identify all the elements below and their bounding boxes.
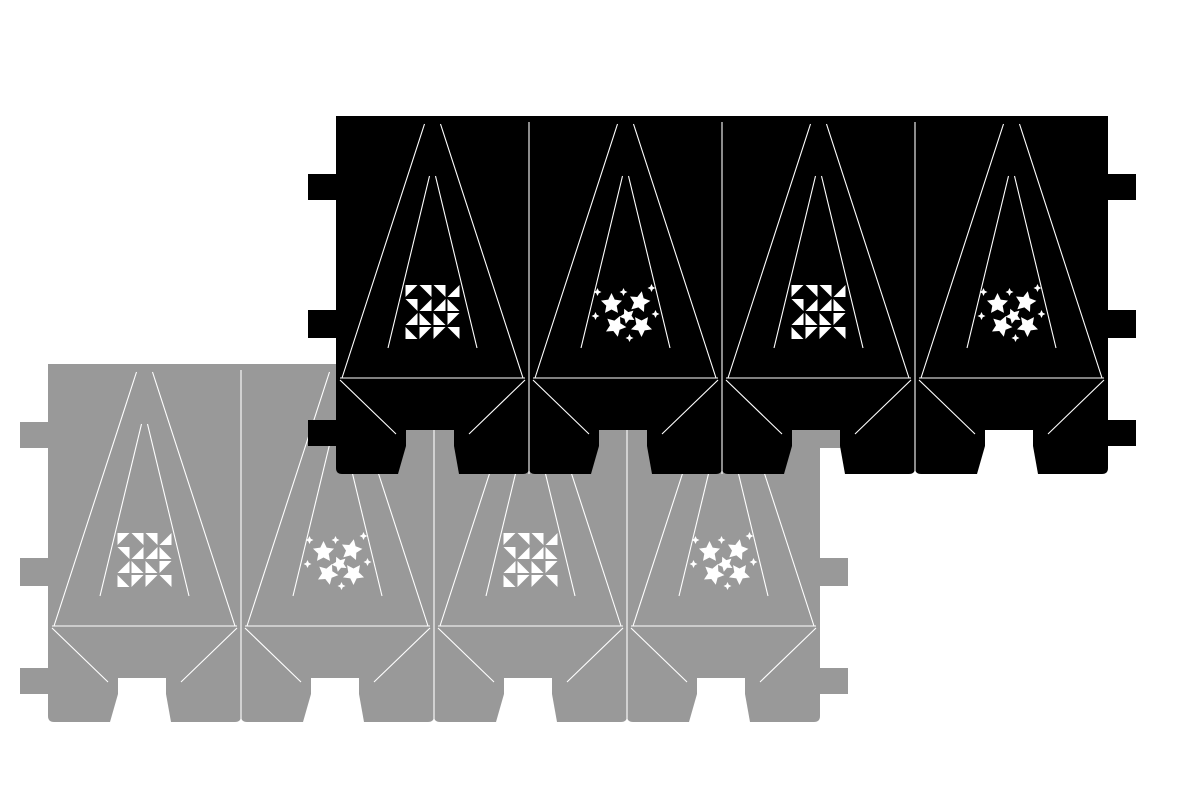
stars-motif: [591, 284, 660, 342]
pinwheel-motif: [117, 533, 172, 587]
stars-motif: [977, 284, 1046, 342]
foot: [1033, 426, 1108, 474]
star-icon: [601, 293, 622, 313]
sparkle-icon: [1033, 284, 1042, 292]
sparkle-icon: [745, 532, 754, 540]
foot: [529, 426, 599, 474]
star-icon: [987, 293, 1008, 313]
star-icon: [318, 564, 339, 585]
sparkle-icon: [647, 284, 656, 292]
star-icon: [1005, 308, 1021, 324]
foot: [336, 426, 406, 474]
sparkle-icon: [691, 536, 700, 544]
sparkle-icon: [619, 288, 628, 296]
side-tab: [20, 668, 50, 694]
side-tab: [1106, 420, 1136, 446]
sparkle-icon: [593, 288, 602, 296]
star-icon: [992, 316, 1013, 337]
foot: [241, 674, 311, 722]
star-icon: [313, 541, 334, 561]
star-icon: [630, 291, 651, 312]
sparkle-icon: [651, 310, 660, 318]
sparkle-icon: [303, 560, 312, 568]
star-icon: [343, 565, 364, 585]
sparkle-icon: [717, 536, 726, 544]
sparkle-icon: [979, 288, 988, 296]
foot: [434, 674, 504, 722]
sparkle-icon: [1011, 334, 1020, 342]
sparkle-icon: [363, 558, 372, 566]
foot: [166, 674, 241, 722]
foot: [359, 674, 434, 722]
sparkle-icon: [1005, 288, 1014, 296]
sparkle-icon: [337, 582, 346, 590]
side-tab: [1106, 174, 1136, 200]
foot: [745, 674, 820, 722]
star-icon: [728, 539, 749, 560]
star-icon: [631, 317, 652, 337]
star-icon: [606, 316, 627, 337]
pinwheel-motif: [503, 533, 558, 587]
side-tab: [818, 668, 848, 694]
star-icon: [1017, 317, 1038, 337]
side-tab: [308, 310, 338, 338]
star-icon: [717, 556, 733, 572]
sparkle-icon: [591, 312, 600, 320]
foot: [627, 674, 697, 722]
sparkle-icon: [305, 536, 314, 544]
star-icon: [619, 308, 635, 324]
star-icon: [331, 556, 347, 572]
star-icon: [1016, 291, 1037, 312]
sparkle-icon: [625, 334, 634, 342]
pinwheel-motif: [405, 285, 460, 339]
black-sheet: [308, 116, 1136, 474]
sparkle-icon: [977, 312, 986, 320]
star-icon: [699, 541, 720, 561]
fold-lines: [339, 122, 1105, 474]
star-icon: [704, 564, 725, 585]
side-tab: [308, 420, 338, 446]
side-tab: [20, 422, 50, 448]
foot: [48, 674, 118, 722]
side-tab: [20, 558, 50, 586]
sparkle-icon: [331, 536, 340, 544]
sparkle-icon: [723, 582, 732, 590]
side-tab: [818, 558, 848, 586]
sparkle-icon: [1037, 310, 1046, 318]
side-tab: [1106, 310, 1136, 338]
stars-motif: [303, 532, 372, 590]
foot: [840, 426, 915, 474]
sparkle-icon: [689, 560, 698, 568]
foot: [722, 426, 792, 474]
foot: [454, 426, 529, 474]
foot: [552, 674, 627, 722]
sparkle-icon: [359, 532, 368, 540]
foot: [647, 426, 722, 474]
side-tab: [308, 174, 338, 200]
star-icon: [342, 539, 363, 560]
stars-motif: [689, 532, 758, 590]
sparkle-icon: [749, 558, 758, 566]
star-icon: [729, 565, 750, 585]
foot: [915, 426, 985, 474]
pinwheel-motif: [791, 285, 846, 339]
